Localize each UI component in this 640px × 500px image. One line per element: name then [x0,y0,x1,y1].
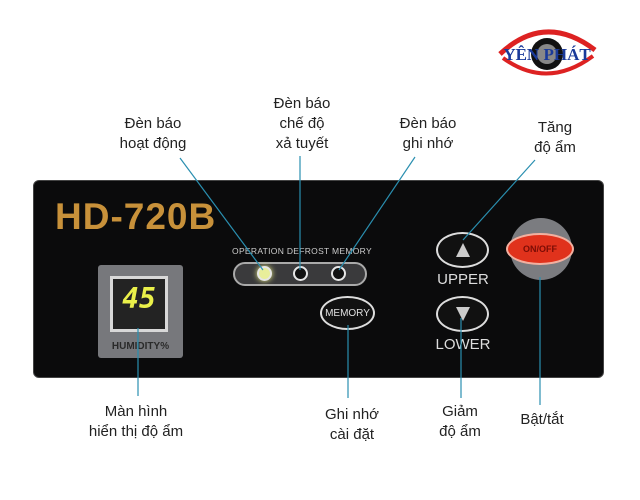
yen-phat-logo: YÊN PHÁT [498,29,597,76]
onoff-button[interactable]: ON/OFF [506,233,574,265]
model-name: HD-720B [55,196,217,237]
humidity-display [110,276,168,332]
triangle-up-icon [455,243,470,257]
humidity-label: HUMIDITY% [111,341,170,352]
leader-memory-led [338,156,416,271]
memory-button[interactable]: MEMORY [320,296,375,330]
humidity-value: 45 [122,282,156,315]
operation-led [257,266,272,281]
led-labels: OPERATION DEFROST MEMORY [232,246,372,256]
lower-label: LOWER [435,336,491,353]
svg-text:YÊN PHÁT: YÊN PHÁT [503,45,591,64]
upper-button[interactable] [436,232,489,268]
leader-operation [179,157,264,271]
lower-button[interactable] [436,296,489,332]
upper-label: UPPER [437,271,489,288]
callout-power: Bật/tắt [520,411,564,428]
triangle-down-icon [455,307,470,321]
leader-increase [462,159,536,241]
memory-led [331,266,346,281]
